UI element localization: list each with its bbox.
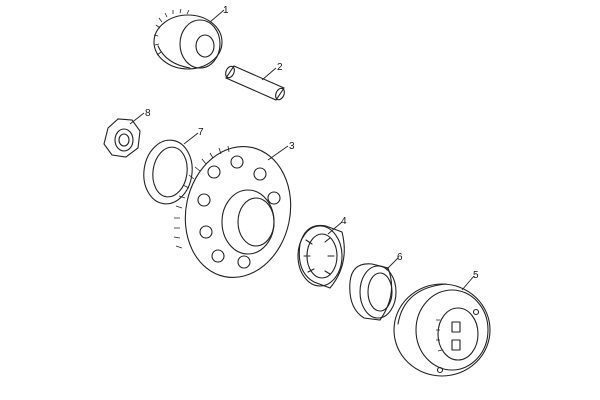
part-number-2: 2 bbox=[277, 62, 283, 73]
part-number-6: 6 bbox=[397, 252, 403, 263]
part-number-7: 7 bbox=[198, 127, 204, 138]
part-nut bbox=[103, 118, 141, 158]
part-number-3: 3 bbox=[289, 141, 295, 152]
part-gear bbox=[153, 8, 223, 70]
part-shaft bbox=[225, 65, 285, 101]
part-numbers: 1 2 3 4 5 6 7 8 bbox=[145, 5, 479, 281]
part-starter-gear bbox=[173, 145, 292, 279]
leader-lines bbox=[129, 9, 475, 291]
part-number-1: 1 bbox=[223, 5, 229, 16]
part-clutch-housing bbox=[393, 283, 491, 377]
part-collar bbox=[349, 263, 397, 321]
part-number-4: 4 bbox=[341, 216, 347, 227]
part-number-5: 5 bbox=[473, 270, 479, 281]
part-number-8: 8 bbox=[145, 108, 151, 119]
part-bearing bbox=[297, 224, 345, 289]
part-washer bbox=[143, 139, 193, 205]
